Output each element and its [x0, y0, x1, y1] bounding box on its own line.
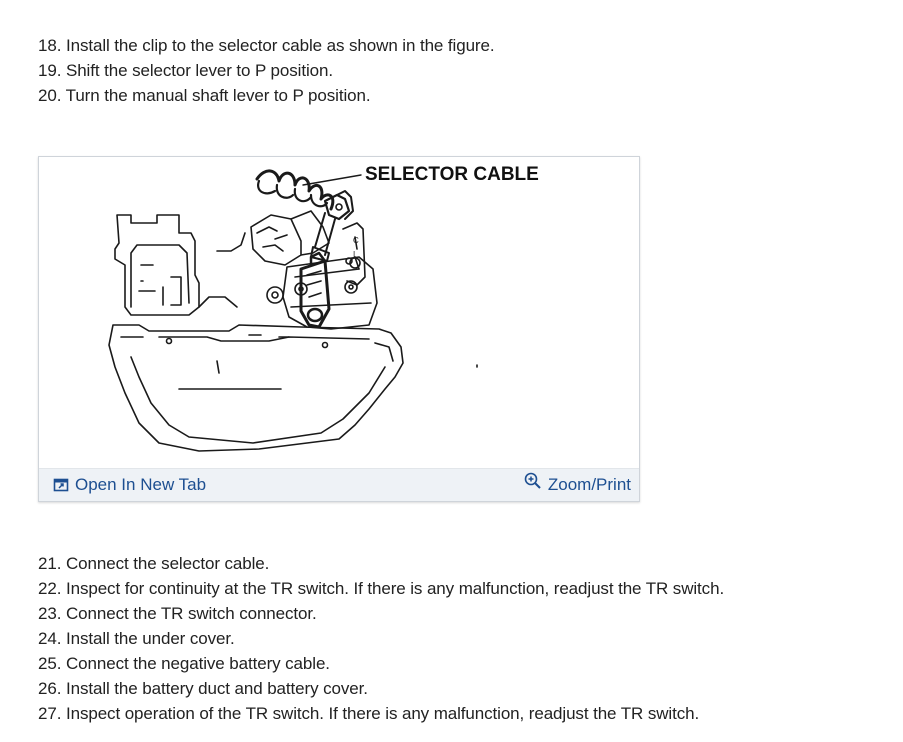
- step-number: 19.: [38, 61, 62, 80]
- step-text: Shift the selector lever to P position.: [65, 61, 333, 80]
- selector-cable-diagram: C I SELECTOR CABLE: [108, 164, 539, 452]
- svg-text:C: C: [353, 236, 359, 245]
- step-item: 24. Install the under cover.: [38, 626, 724, 651]
- zoom-print-label: Zoom/Print: [547, 475, 631, 494]
- step-number: 18.: [38, 36, 62, 55]
- step-text: Install the under cover.: [65, 629, 235, 648]
- zoom-print-link[interactable]: Zoom/Print: [524, 472, 631, 495]
- figure-card: C I SELECTOR CABLE: [38, 156, 640, 502]
- figure-toolbar: Open In New Tab Zoom/Print: [39, 468, 639, 501]
- callout-label: SELECTOR CABLE: [365, 164, 539, 185]
- step-item: 27. Inspect operation of the TR switch. …: [38, 701, 724, 726]
- open-new-tab-icon: [53, 477, 75, 493]
- step-number: 25.: [38, 654, 62, 673]
- open-in-new-tab-link[interactable]: Open In New Tab: [53, 475, 206, 495]
- step-item: 19. Shift the selector lever to P positi…: [38, 58, 494, 83]
- step-item: 23. Connect the TR switch connector.: [38, 601, 724, 626]
- open-in-new-tab-label: Open In New Tab: [75, 475, 207, 494]
- zoom-in-icon: [524, 472, 548, 490]
- step-item: 21. Connect the selector cable.: [38, 551, 724, 576]
- steps-list-bottom: 21. Connect the selector cable. 22. Insp…: [38, 551, 724, 726]
- step-text: Install the battery duct and battery cov…: [65, 679, 368, 698]
- steps-list-top: 18. Install the clip to the selector cab…: [38, 33, 495, 108]
- step-number: 23.: [38, 604, 62, 623]
- step-text: Install the clip to the selector cable a…: [65, 36, 495, 55]
- svg-text:I: I: [353, 250, 355, 259]
- step-text: Connect the selector cable.: [65, 554, 270, 573]
- step-text: Turn the manual shaft lever to P positio…: [65, 86, 371, 105]
- step-text: Inspect for continuity at the TR switch.…: [65, 579, 725, 598]
- step-number: 21.: [38, 554, 62, 573]
- step-text: Connect the negative battery cable.: [65, 654, 330, 673]
- step-number: 26.: [38, 679, 62, 698]
- step-number: 27.: [38, 704, 62, 723]
- step-item: 26. Install the battery duct and battery…: [38, 676, 724, 701]
- step-item: 18. Install the clip to the selector cab…: [38, 33, 495, 58]
- step-item: 25. Connect the negative battery cable.: [38, 651, 724, 676]
- step-text: Inspect operation of the TR switch. If t…: [65, 704, 700, 723]
- step-item: 22. Inspect for continuity at the TR swi…: [38, 576, 724, 601]
- step-item: 20. Turn the manual shaft lever to P pos…: [38, 83, 494, 108]
- step-number: 20.: [38, 86, 62, 105]
- step-text: Connect the TR switch connector.: [65, 604, 317, 623]
- step-number: 24.: [38, 629, 62, 648]
- step-number: 22.: [38, 579, 62, 598]
